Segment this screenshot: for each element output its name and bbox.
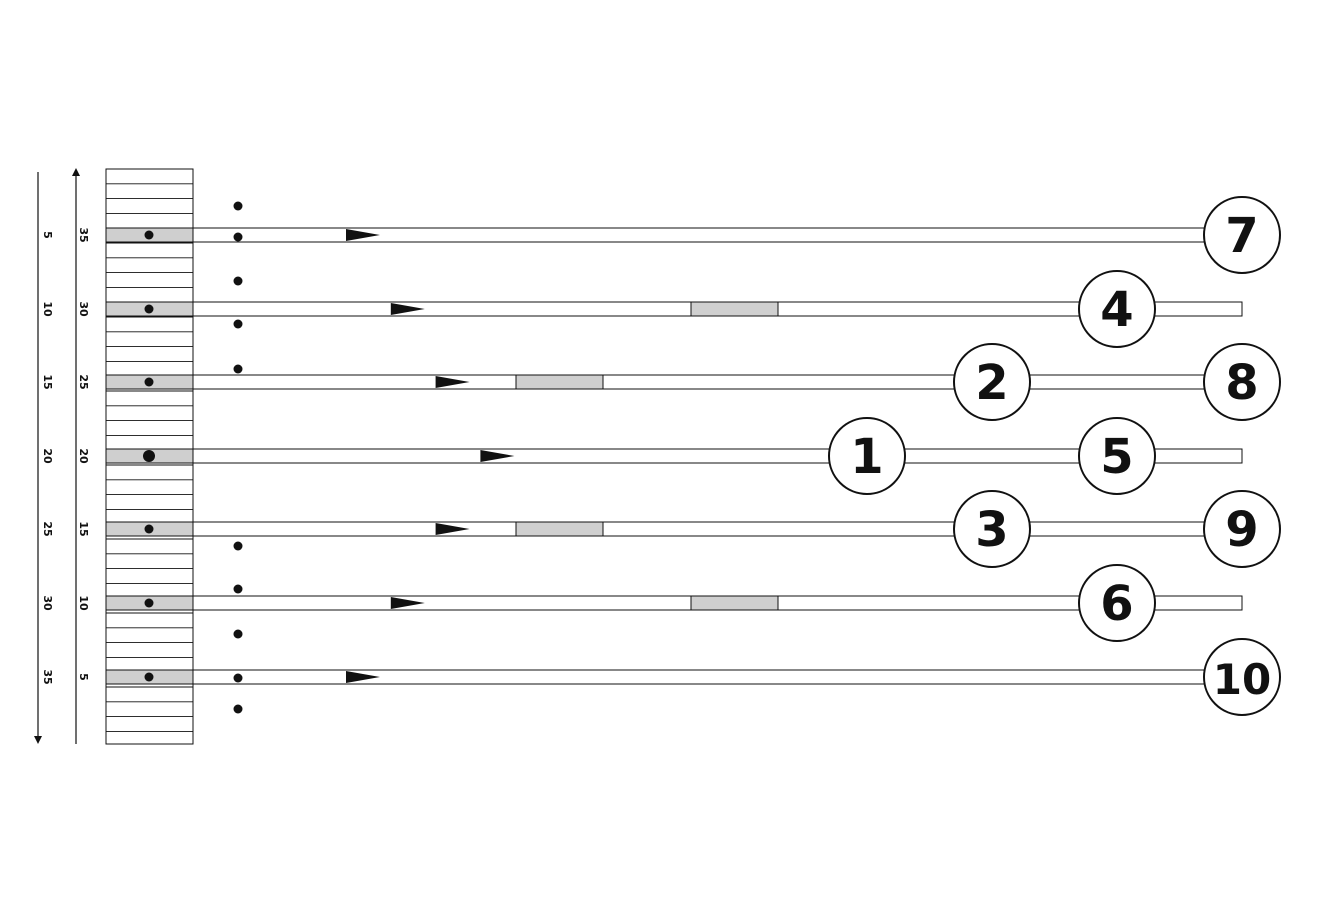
- station-circle: [1203, 343, 1281, 421]
- lane-strip: [192, 227, 1205, 243]
- side-marker-dot: [233, 201, 243, 211]
- lane-strip: [192, 448, 1243, 464]
- outer-scale-label: 10: [41, 301, 54, 317]
- station-circle: [953, 343, 1031, 421]
- lane-direction-arrow: [435, 376, 470, 388]
- inner-scale-label: 5: [77, 673, 90, 681]
- side-marker-dot: [233, 276, 243, 286]
- station-circle: [953, 490, 1031, 568]
- station-circle: [1078, 564, 1156, 642]
- station-number: 3: [975, 502, 1008, 558]
- outer-scale-label: 30: [41, 595, 54, 611]
- inner-scale-label: 35: [77, 227, 90, 242]
- lane-strip: [192, 521, 1243, 537]
- lane-origin-dot: [144, 230, 154, 240]
- lane-strip: [192, 669, 1205, 685]
- lane-strip: [192, 374, 1243, 390]
- lane-origin-dot: [144, 598, 154, 608]
- station-circle: [1078, 417, 1156, 495]
- station-circle: [1078, 270, 1156, 348]
- side-marker-dot: [233, 629, 243, 639]
- lane-block: [690, 301, 779, 317]
- lane-direction-arrow: [390, 597, 425, 609]
- inner-scale-label: 10: [77, 595, 90, 611]
- lane-origin-dot: [144, 304, 154, 314]
- station-number: 10: [1213, 655, 1271, 704]
- lane-direction-arrow: [435, 523, 470, 535]
- inner-scale-label: 25: [77, 374, 90, 389]
- inner-scale-label: 20: [77, 448, 90, 464]
- station-circle: [1203, 196, 1281, 274]
- lane-block: [515, 521, 604, 537]
- side-marker-dot: [233, 232, 243, 242]
- outer-scale-arrowhead: [34, 736, 42, 744]
- station-number: 1: [850, 429, 883, 485]
- lane-direction-arrow: [480, 450, 515, 462]
- station-number: 6: [1100, 576, 1133, 632]
- lane-origin-dot: [144, 524, 154, 534]
- lane-direction-arrow: [346, 671, 380, 683]
- inner-scale-arrowhead: [72, 168, 80, 176]
- station-number: 5: [1100, 429, 1133, 485]
- station-circle: [828, 417, 906, 495]
- lane-block: [515, 374, 604, 390]
- lane-direction-arrow: [346, 229, 380, 241]
- station-number: 8: [1225, 355, 1258, 411]
- side-marker-dot: [233, 673, 243, 683]
- lane-origin-dot: [144, 672, 154, 682]
- outer-scale-label: 25: [41, 521, 54, 536]
- side-marker-dot: [233, 364, 243, 374]
- lane-block: [690, 595, 779, 611]
- outer-scale-label: 5: [41, 231, 54, 239]
- station-number: 2: [975, 355, 1008, 411]
- lane-direction-arrow: [390, 303, 425, 315]
- station-number: 4: [1100, 282, 1133, 338]
- station-circle: [1203, 638, 1281, 716]
- outer-scale-label: 20: [41, 448, 54, 464]
- side-marker-dot: [233, 541, 243, 551]
- outer-scale-label: 35: [41, 669, 54, 684]
- outer-scale-label: 15: [41, 374, 54, 389]
- lane-origin-dot: [143, 450, 155, 462]
- lane-origin-dot: [144, 377, 154, 387]
- inner-scale-label: 15: [77, 521, 90, 536]
- side-marker-dot: [233, 584, 243, 594]
- station-number: 7: [1225, 208, 1258, 264]
- side-marker-dot: [233, 704, 243, 714]
- station-number: 9: [1225, 502, 1258, 558]
- inner-scale-label: 30: [77, 301, 90, 317]
- station-circle: [1203, 490, 1281, 568]
- side-marker-dot: [233, 319, 243, 329]
